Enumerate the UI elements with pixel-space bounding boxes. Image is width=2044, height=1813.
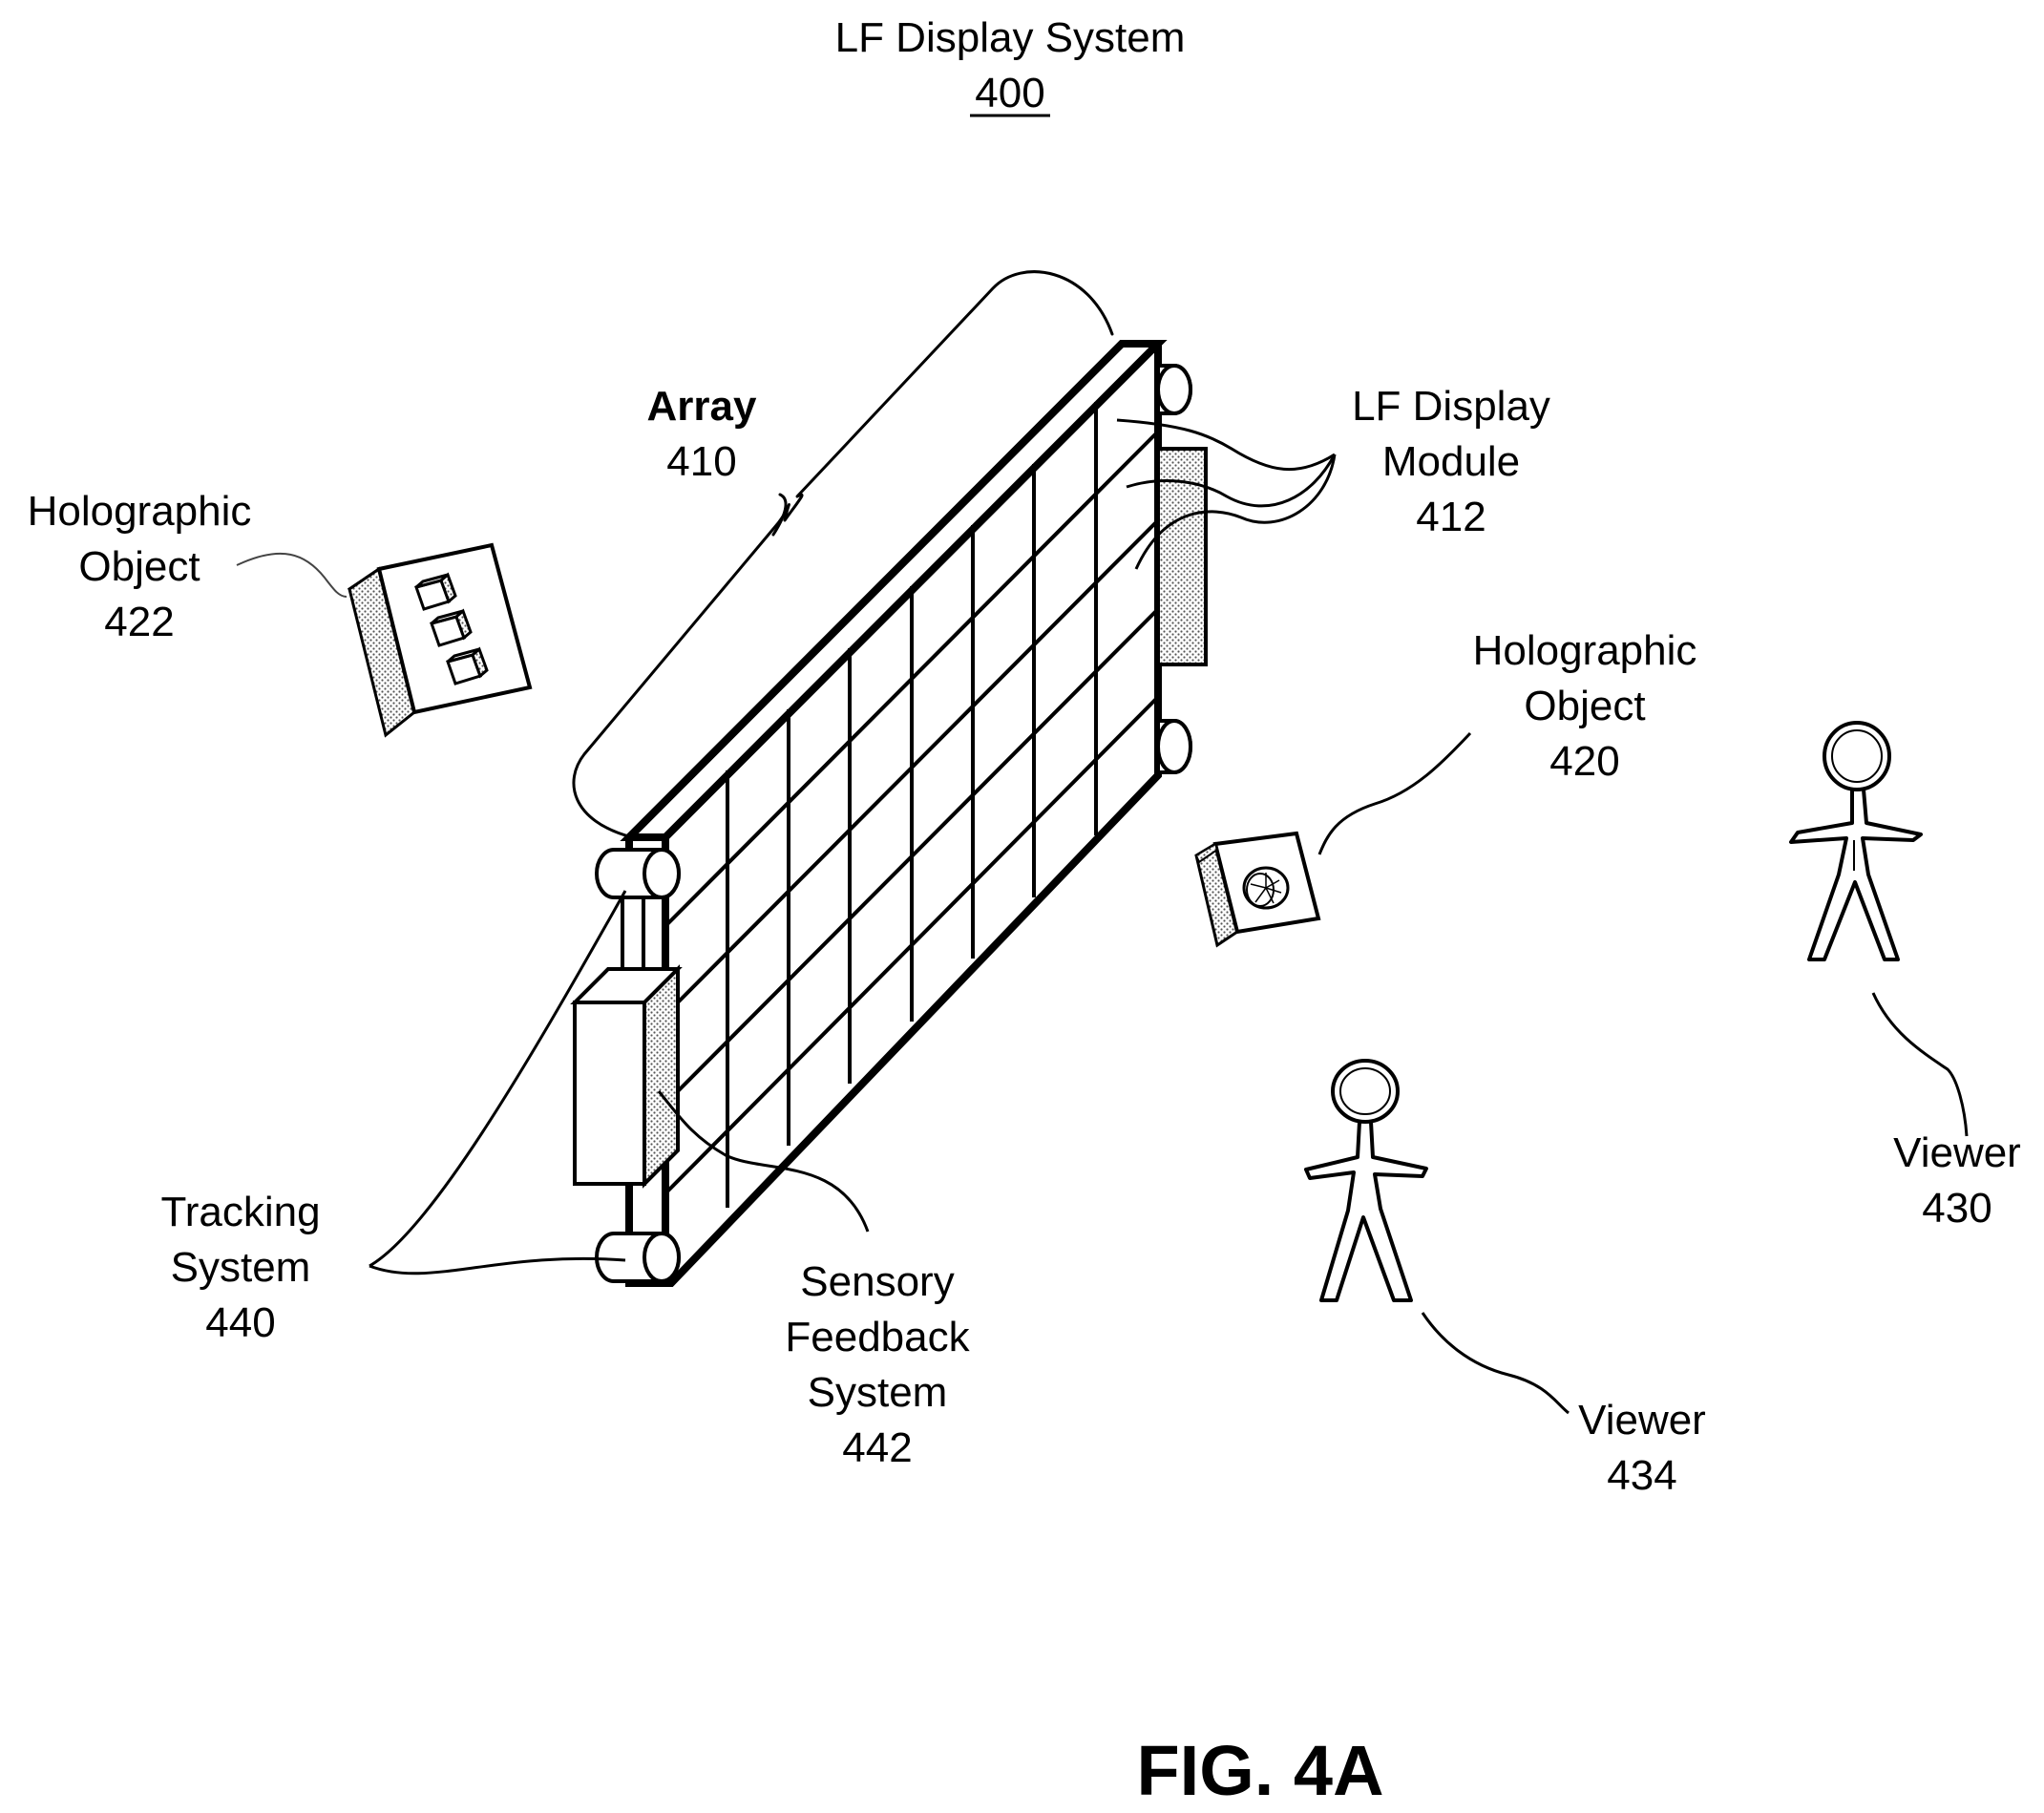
label-holographic-object-422: Holographic Object 422 bbox=[28, 488, 252, 645]
svg-text:Sensory: Sensory bbox=[800, 1258, 954, 1305]
system-ref-number: 400 bbox=[975, 70, 1044, 116]
tracking-cylinder-left-bottom bbox=[597, 1233, 679, 1281]
tracking-cylinder-right-bottom bbox=[1158, 721, 1191, 772]
svg-text:System: System bbox=[808, 1369, 948, 1416]
svg-text:Feedback: Feedback bbox=[785, 1314, 970, 1360]
svg-text:430: 430 bbox=[1922, 1185, 1991, 1232]
tracking-cylinder-right-top bbox=[1158, 366, 1191, 413]
svg-text:Module: Module bbox=[1382, 438, 1520, 485]
label-array: Array 410 bbox=[647, 383, 757, 485]
svg-text:420: 420 bbox=[1549, 738, 1619, 785]
label-sensory-feedback-system: Sensory Feedback System 442 bbox=[785, 1258, 970, 1471]
svg-text:Object: Object bbox=[1524, 683, 1645, 729]
leader-viewer-434 bbox=[1422, 1313, 1569, 1413]
label-tracking-system: Tracking System 440 bbox=[160, 1189, 320, 1346]
svg-text:440: 440 bbox=[205, 1299, 275, 1346]
leader-holo-422 bbox=[237, 554, 347, 597]
holographic-object-422 bbox=[349, 545, 530, 735]
array-brace bbox=[574, 272, 1112, 837]
svg-text:422: 422 bbox=[104, 599, 174, 645]
svg-text:Holographic: Holographic bbox=[28, 488, 252, 535]
holographic-object-420 bbox=[1196, 833, 1318, 945]
svg-text:LF Display: LF Display bbox=[1352, 383, 1550, 430]
viewer-430-figure bbox=[1791, 723, 1921, 959]
svg-text:Holographic: Holographic bbox=[1473, 627, 1697, 674]
label-viewer-434: Viewer 434 bbox=[1578, 1397, 1706, 1499]
svg-text:System: System bbox=[171, 1244, 311, 1291]
svg-text:Viewer: Viewer bbox=[1578, 1397, 1706, 1444]
system-title: LF Display System bbox=[835, 14, 1186, 61]
svg-text:434: 434 bbox=[1607, 1452, 1676, 1499]
label-holographic-object-420: Holographic Object 420 bbox=[1473, 627, 1697, 785]
svg-text:Object: Object bbox=[78, 543, 200, 590]
svg-text:442: 442 bbox=[842, 1424, 912, 1471]
svg-text:410: 410 bbox=[666, 438, 736, 485]
leader-holo-420 bbox=[1319, 733, 1470, 854]
svg-text:Viewer: Viewer bbox=[1893, 1129, 2021, 1176]
svg-text:Array: Array bbox=[647, 383, 757, 430]
label-viewer-430: Viewer 430 bbox=[1893, 1129, 2021, 1232]
label-lf-display-module: LF Display Module 412 bbox=[1352, 383, 1550, 540]
leader-viewer-430 bbox=[1873, 993, 1967, 1136]
svg-text:412: 412 bbox=[1416, 494, 1486, 540]
viewer-434-figure bbox=[1306, 1061, 1426, 1300]
svg-text:Tracking: Tracking bbox=[160, 1189, 320, 1235]
sensory-feedback-device bbox=[575, 969, 678, 1184]
array-grid-columns bbox=[727, 402, 1096, 1208]
figure-label: FIG. 4A bbox=[1136, 1731, 1383, 1810]
